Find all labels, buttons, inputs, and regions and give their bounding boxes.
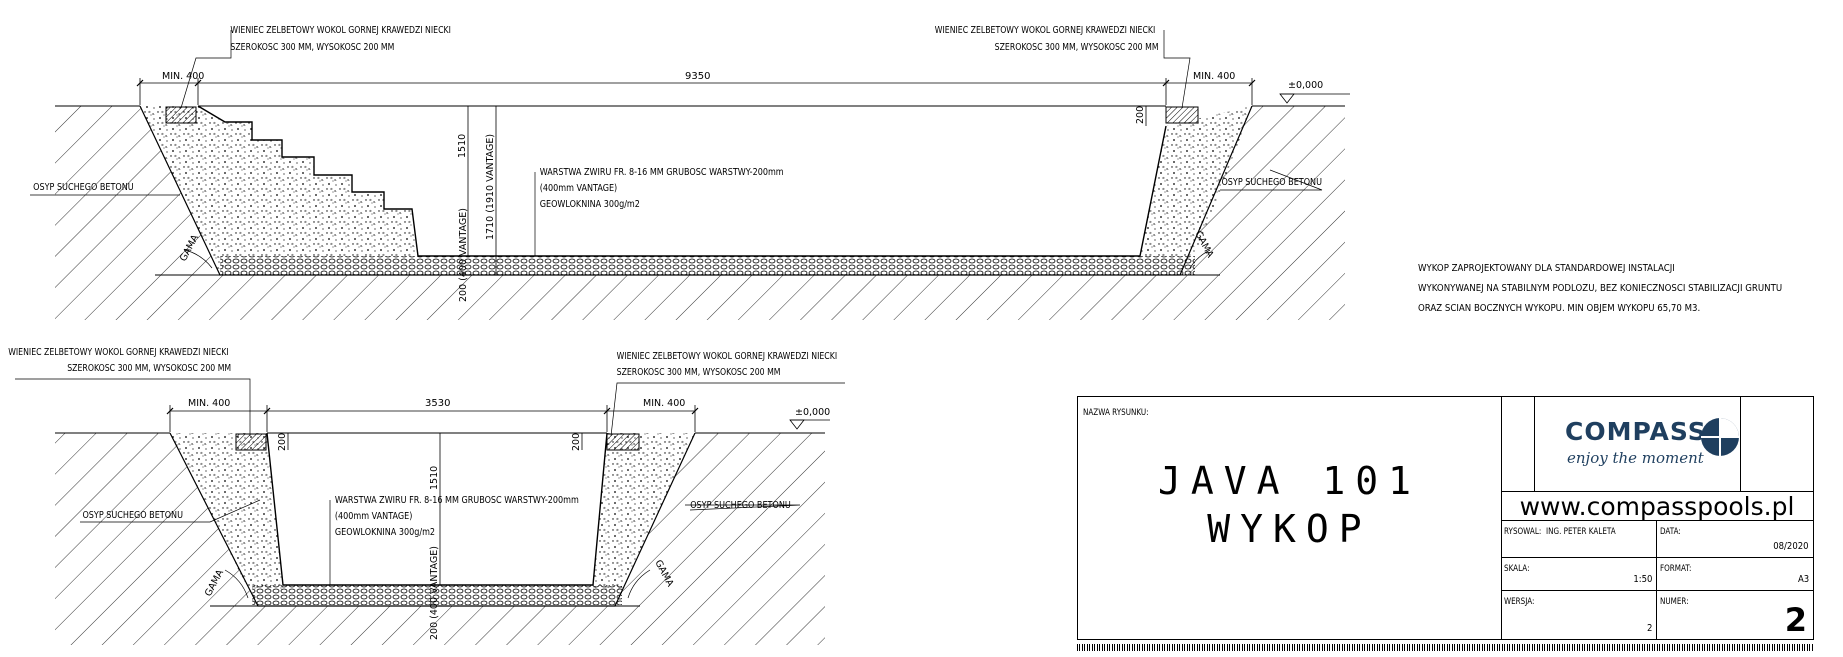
bottom-ring-left-line2: SZEROKOSC 300 MM, WYSOKOSC 200 MM — [67, 363, 231, 374]
date-label: DATA: — [1660, 527, 1681, 537]
bottom-depth: 1510 — [429, 466, 440, 490]
drawn-by-cell: RYSOWAL: ING. PETER KALETA — [1501, 521, 1657, 558]
title-block-info: COMPASS enjoy the moment www.compasspool… — [1501, 397, 1813, 639]
drawing-title-line1: JAVA 101 — [1157, 459, 1422, 503]
bottom-gravel-line1: WARSTWA ZWIRU FR. 8-16 MM GRUBOSC WARSTW… — [335, 495, 579, 506]
scale-cell: SKALA: 1:50 — [1501, 558, 1657, 591]
drawing-title-line2: WYKOP — [1207, 507, 1372, 551]
title-area: NAZWA RYSUNKU: JAVA 101 WYKOP — [1078, 397, 1502, 639]
top-min-left: MIN. 400 — [162, 71, 204, 82]
excavation-note: WYKOP ZAPROJEKTOWANY DLA STANDARDOWEJ IN… — [1418, 259, 1783, 319]
company-logo: COMPASS enjoy the moment — [1534, 397, 1741, 491]
ground-hatch-bottom — [155, 275, 1220, 320]
top-ring-right-line2: SZEROKOSC 300 MM, WYSOKOSC 200 MM — [995, 42, 1159, 53]
version-label: WERSJA: — [1504, 597, 1535, 607]
concrete-fill-right-b — [593, 433, 695, 589]
top-gravel-line1: WARSTWA ZWIRU FR. 8-16 MM GRUBOSC WARSTW… — [540, 167, 784, 178]
compass-logo-icon — [1701, 418, 1739, 456]
top-width: 9350 — [685, 71, 710, 82]
top-ring-height: 200 — [1135, 106, 1146, 124]
format-value: A3 — [1797, 574, 1809, 585]
note-line: WYKOP ZAPROJEKTOWANY DLA STANDARDOWEJ IN… — [1418, 263, 1675, 274]
ground-hatch-left — [55, 106, 220, 320]
bottom-min-left: MIN. 400 — [188, 398, 230, 409]
bottom-base-thickness: 200 (400 VANTAGE) — [429, 546, 440, 640]
drawn-by-label: RYSOWAL: — [1504, 527, 1542, 537]
number-cell: NUMER: 2 — [1657, 591, 1813, 639]
date-cell: DATA: 08/2020 — [1657, 521, 1813, 558]
concrete-fill-left — [140, 106, 418, 275]
concrete-fill-right — [1140, 106, 1252, 256]
drawing-title: JAVA 101 WYKOP — [1078, 457, 1501, 553]
drawn-by-value: ING. PETER KALETA — [1546, 527, 1616, 537]
format-label: FORMAT: — [1660, 564, 1692, 574]
top-section: WIENIEC ZELBETOWY WOKOL GORNEJ KRAWEDZI … — [30, 25, 1350, 320]
drawing-name-label: NAZWA RYSUNKU: — [1083, 408, 1149, 418]
bottom-ring-height-right: 200 — [571, 433, 582, 451]
top-ring-left-line2: SZEROKOSC 300 MM, WYSOKOSC 200 MM — [230, 42, 394, 53]
top-concrete-right: OSYP SUCHEGO BETONU — [1221, 177, 1322, 188]
ring-beam-left-b — [235, 433, 267, 451]
bottom-ring-height-left: 200 — [277, 433, 288, 451]
bottom-ring-left-line1: WIENIEC ZELBETOWY WOKOL GORNEJ KRAWEDZI … — [8, 347, 228, 358]
website-url: www.compasspools.pl — [1501, 491, 1813, 521]
top-gravel-line3: GEOWLOKNINA 300g/m2 — [540, 199, 640, 210]
note-line: WYKONYWANEJ NA STABILNYM PODLOZU, BEZ KO… — [1418, 283, 1783, 294]
stairs-outline — [197, 105, 1167, 257]
bottom-section: WIENIEC ZELBETOWY WOKOL GORNEJ KRAWEDZI … — [8, 347, 845, 645]
date-value: 08/2020 — [1773, 541, 1809, 552]
bottom-ring-right-line2: SZEROKOSC 300 MM, WYSOKOSC 200 MM — [617, 367, 781, 378]
title-block: NAZWA RYSUNKU: JAVA 101 WYKOP COMPASS en… — [1077, 396, 1814, 640]
logo-text: COMPASS — [1565, 417, 1707, 446]
number-label: NUMER: — [1660, 597, 1689, 607]
top-ring-left-line1: WIENIEC ZELBETOWY WOKOL GORNEJ KRAWEDZI … — [230, 25, 450, 36]
level-marker-bottom — [789, 419, 805, 430]
note-line: ORAZ SCIAN BOCZNYCH WYKOPU. MIN OBJEM WY… — [1418, 303, 1701, 314]
bottom-concrete-right: OSYP SUCHEGO BETONU — [690, 500, 791, 511]
top-ring-right-line1: WIENIEC ZELBETOWY WOKOL GORNEJ KRAWEDZI … — [935, 25, 1155, 36]
top-min-right: MIN. 400 — [1193, 71, 1235, 82]
scale-label: SKALA: — [1504, 564, 1530, 574]
ring-beam-right — [1165, 106, 1199, 124]
ground-hatch-left-b — [55, 433, 258, 645]
top-level: ±0,000 — [1288, 80, 1323, 91]
pool-outline-b — [266, 432, 608, 586]
concrete-fill-left-b — [170, 433, 283, 589]
ring-beam-left — [165, 106, 197, 124]
bottom-level: ±0,000 — [795, 407, 830, 418]
gravel-layer-b — [252, 585, 622, 605]
bottom-ring-right-line1: WIENIEC ZELBETOWY WOKOL GORNEJ KRAWEDZI … — [617, 351, 837, 362]
title-block-border-strip — [1077, 644, 1814, 651]
top-base-thickness: 200 (400 VANTAGE) — [458, 208, 469, 302]
bottom-gravel-line3: GEOWLOKNINA 300g/m2 — [335, 527, 435, 538]
bottom-width: 3530 — [425, 398, 450, 409]
ground-hatch-right-b — [615, 433, 825, 645]
ground-hatch-bottom-b — [210, 606, 640, 645]
logo-tagline: enjoy the moment — [1567, 449, 1704, 467]
version-cell: WERSJA: 2 — [1501, 591, 1657, 639]
top-depth-vantage: 1710 (1910 VANTAGE) — [485, 134, 496, 240]
number-value: 2 — [1784, 601, 1807, 639]
top-gravel-line2: (400mm VANTAGE) — [540, 183, 617, 194]
ground-hatch-right — [1180, 106, 1345, 320]
bottom-min-right: MIN. 400 — [643, 398, 685, 409]
gravel-layer — [220, 256, 1195, 275]
scale-value: 1:50 — [1632, 574, 1652, 585]
top-concrete-left: OSYP SUCHEGO BETONU — [33, 182, 134, 193]
format-cell: FORMAT: A3 — [1657, 558, 1813, 591]
ring-beam-right-b — [606, 433, 640, 451]
bottom-concrete-left: OSYP SUCHEGO BETONU — [82, 510, 183, 521]
level-marker-top — [1279, 93, 1295, 104]
version-value: 2 — [1646, 623, 1652, 634]
bottom-gravel-line2: (400mm VANTAGE) — [335, 511, 412, 522]
top-depth: 1510 — [457, 134, 468, 158]
